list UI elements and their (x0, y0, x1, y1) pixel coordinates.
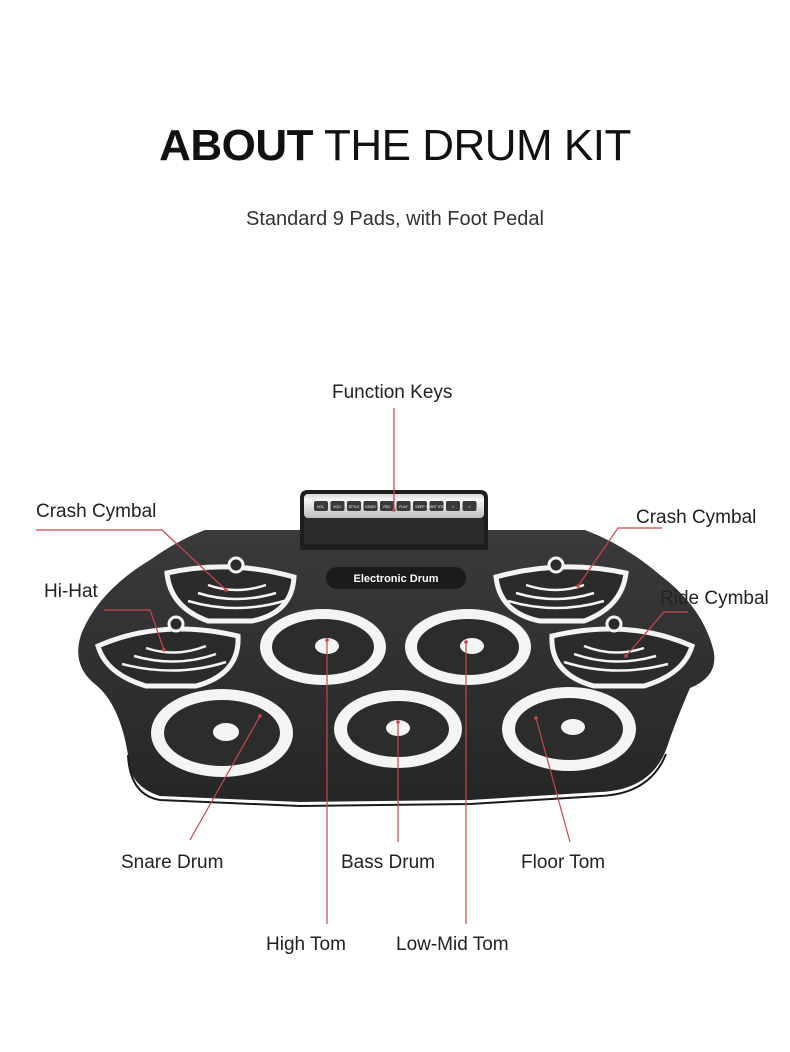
title-bold: ABOUT (159, 121, 314, 170)
label-bass-drum: Bass Drum (341, 852, 435, 873)
svg-text:START STOP: START STOP (426, 505, 448, 509)
svg-text:VOL+: VOL+ (333, 505, 342, 509)
page-subtitle: Standard 9 Pads, with Foot Pedal (246, 208, 544, 230)
leader-snare (189, 715, 261, 841)
function-key-4: REC (380, 501, 394, 511)
high-tom-pad (260, 609, 386, 685)
svg-text:REC: REC (383, 505, 391, 509)
crash-cymbal-right-pad (493, 556, 629, 624)
svg-text:STYLE: STYLE (349, 505, 360, 509)
svg-text:KEEP: KEEP (415, 505, 425, 509)
floor-tom-pad (502, 687, 636, 771)
leader-crash-right (577, 527, 662, 587)
function-key-3: DEMO (363, 501, 378, 511)
function-key-0: VOL- (314, 501, 328, 511)
leader-ride (625, 611, 688, 657)
label-high-tom: High Tom (266, 934, 346, 955)
svg-text:PLAY: PLAY (399, 505, 408, 509)
function-key-9: > (462, 501, 477, 511)
brand-plate-text: Electronic Drum (354, 573, 439, 585)
leader-floor-tom (535, 717, 571, 843)
mat-edge (127, 753, 667, 808)
leader-crash-left (36, 529, 227, 591)
crash-cymbal-left-pad (164, 556, 297, 624)
page-title: ABOUT THE DRUM KIT (0, 118, 790, 174)
leader-hi-hat (104, 609, 165, 651)
label-hi-hat: Hi-Hat (44, 581, 98, 602)
title-rest: THE DRUM KIT (323, 121, 631, 170)
function-key-7: START STOP (426, 501, 448, 511)
label-floor-tom: Floor Tom (521, 852, 606, 873)
label-crash-cymbal-right: Crash Cymbal (636, 507, 757, 528)
function-key-2: STYLE (347, 501, 361, 511)
function-key-5: PLAY (396, 501, 411, 511)
hi-hat-pad (94, 615, 241, 689)
label-crash-cymbal-left: Crash Cymbal (36, 501, 157, 522)
ride-cymbal-pad (549, 615, 696, 689)
leader-dots (162, 508, 628, 724)
function-key-8: < (446, 501, 460, 511)
low-mid-tom-pad (405, 609, 531, 685)
svg-text:DEMO: DEMO (365, 505, 376, 509)
label-low-mid-tom: Low-Mid Tom (396, 934, 509, 955)
svg-text:<: < (452, 505, 454, 509)
leader-lines (36, 408, 688, 924)
snare-drum-pad (151, 689, 293, 777)
label-function-keys: Function Keys (332, 382, 453, 403)
function-key-1: VOL+ (330, 501, 345, 511)
svg-text:>: > (469, 505, 471, 509)
label-ride-cymbal: Ride Cymbal (660, 588, 769, 609)
brand-plate: Electronic Drum (326, 567, 466, 589)
label-snare-drum: Snare Drum (121, 852, 224, 873)
svg-text:VOL-: VOL- (317, 505, 325, 509)
function-key-6: KEEP (413, 501, 427, 511)
